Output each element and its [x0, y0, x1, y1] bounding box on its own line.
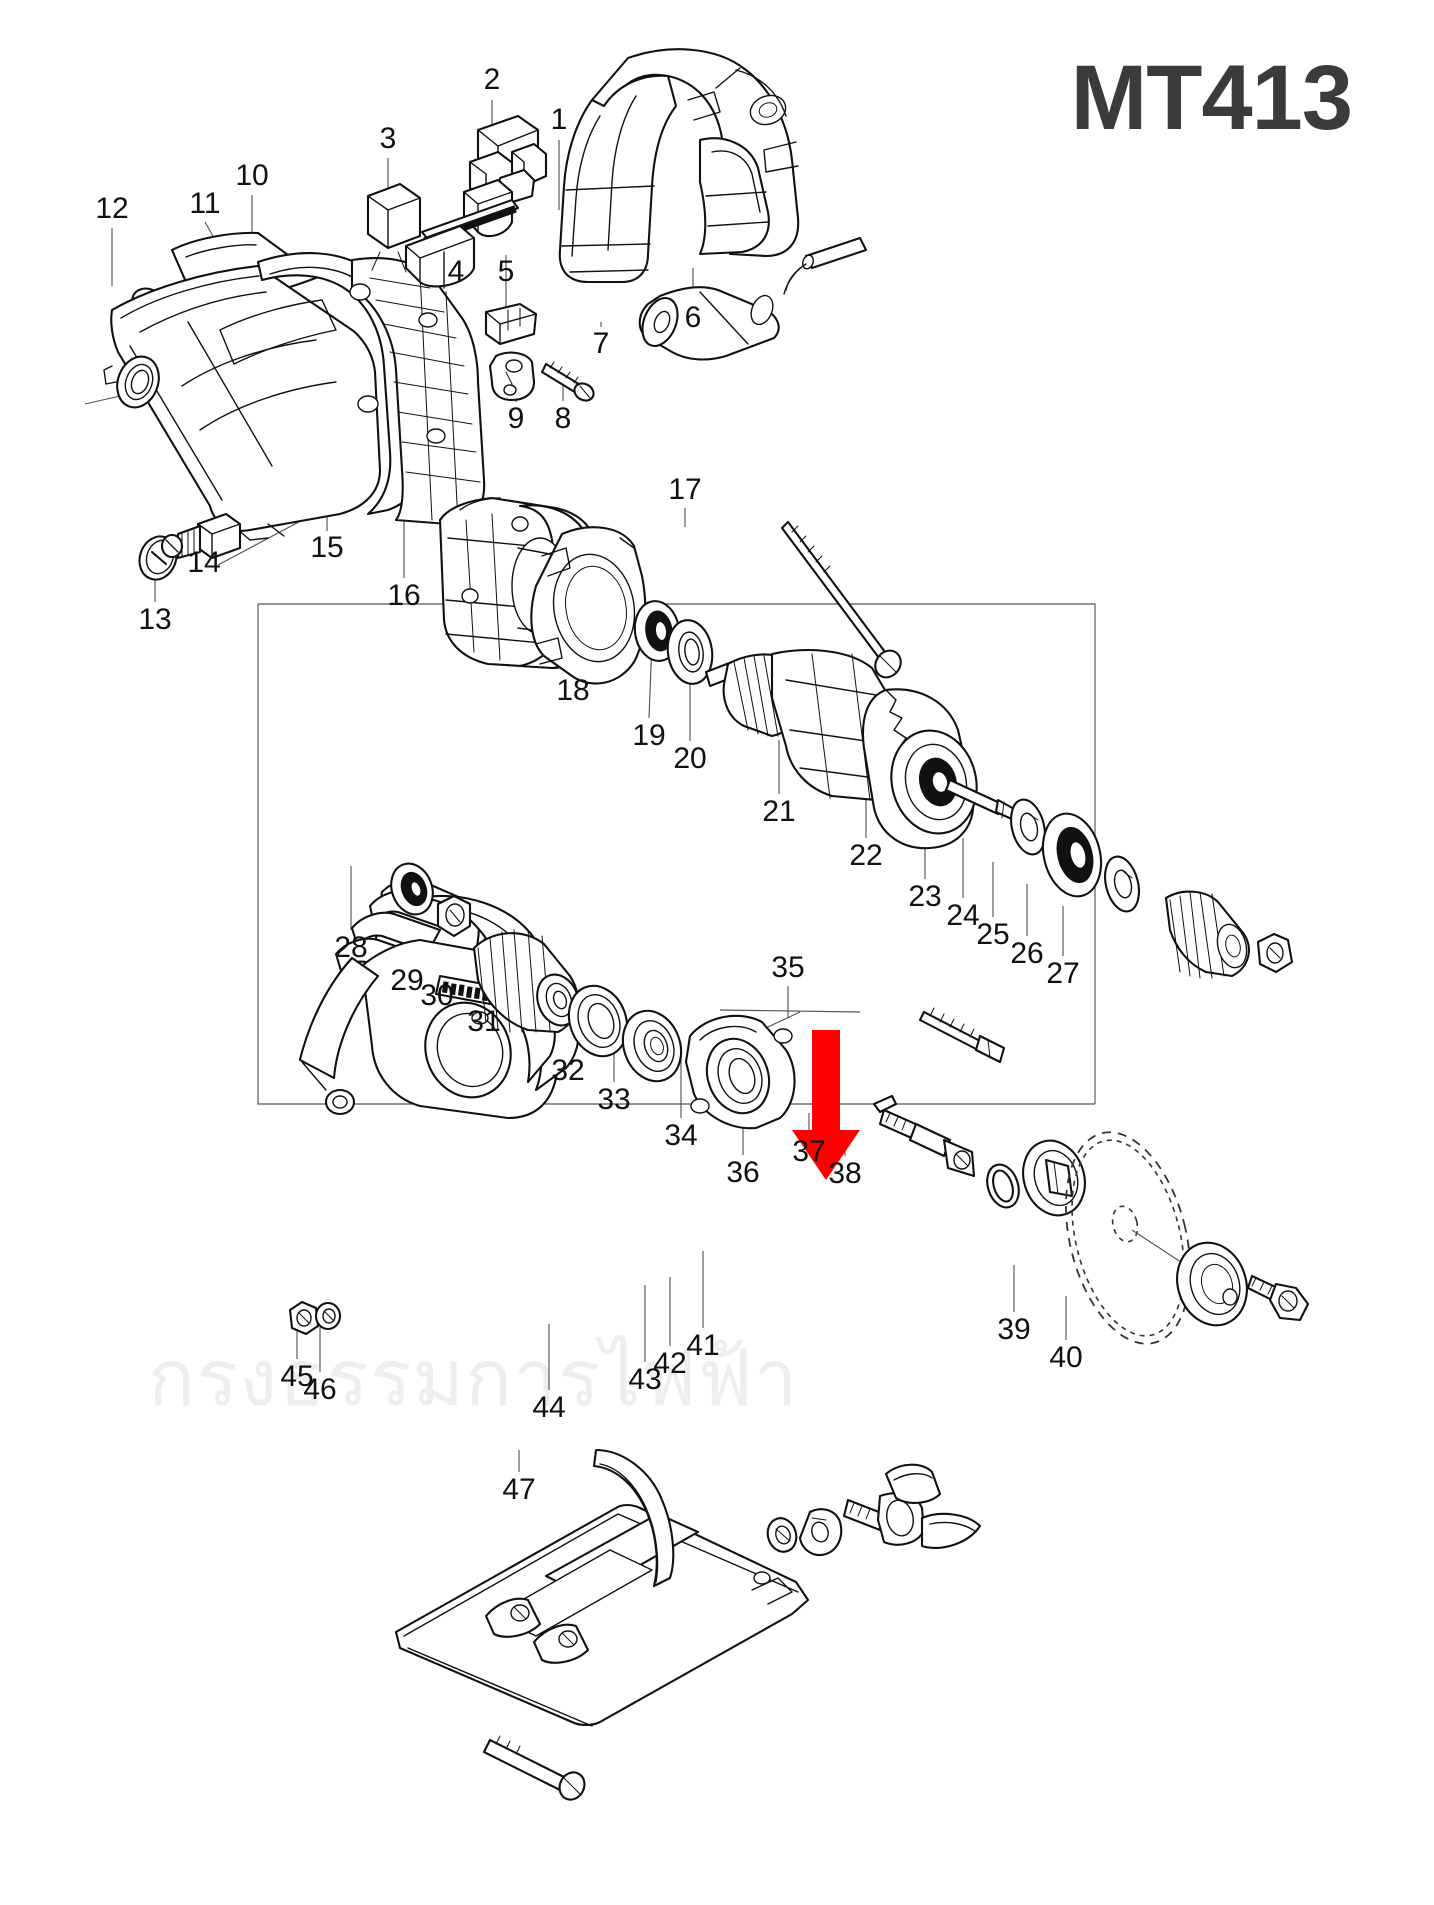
part-callout-23: 23 [908, 880, 942, 913]
part-14-carbon-brush [160, 512, 242, 560]
part-callout-11: 11 [189, 187, 221, 220]
part-callout-31: 31 [467, 1005, 501, 1038]
part-callout-46: 46 [303, 1373, 337, 1406]
part-5-terminal [484, 302, 538, 346]
part-callout-29: 29 [390, 964, 424, 997]
part-callout-5: 5 [497, 255, 515, 288]
part-45-hex-nut [288, 1300, 320, 1336]
part-callout-12: 12 [95, 192, 129, 225]
part-2-switch-block [462, 114, 548, 238]
part-26-bevel-pinion [1164, 890, 1250, 979]
part-callout-42: 42 [653, 1347, 687, 1380]
part-20-washer [666, 619, 714, 685]
part-3-capacitor [366, 182, 422, 273]
part-36-spindle [872, 1094, 976, 1178]
part-callout-41: 41 [686, 1329, 720, 1362]
part-8-screw [540, 361, 595, 402]
part-31-bevel-gear [472, 929, 580, 1034]
part-callout-1: 1 [550, 103, 568, 136]
part-39-outer-flange [1176, 1241, 1248, 1327]
part-32-oil-seal [567, 984, 629, 1058]
part-29-ball-bearing [390, 862, 434, 916]
part-callout-21: 21 [762, 795, 796, 828]
part-callout-4: 4 [447, 255, 465, 288]
part-callout-36: 36 [726, 1156, 760, 1189]
part-42-lock-washer [798, 1508, 843, 1557]
part-callout-22: 22 [849, 839, 883, 872]
part-callout-39: 39 [997, 1313, 1031, 1346]
part-callout-18: 18 [556, 674, 590, 707]
part-callout-17: 17 [668, 473, 702, 506]
part-callout-30: 30 [420, 979, 454, 1012]
part-18-baffle [530, 526, 647, 685]
part-callout-15: 15 [310, 531, 344, 564]
part-27-hex-nut [1256, 932, 1294, 974]
part-callout-8: 8 [554, 402, 572, 435]
part-callout-44: 44 [532, 1391, 566, 1424]
part-callout-24: 24 [946, 899, 980, 932]
part-callout-25: 25 [976, 918, 1010, 951]
part-callout-9: 9 [507, 402, 525, 435]
part-callout-2: 2 [483, 63, 501, 96]
part-41-wing-bolt [842, 1463, 982, 1550]
part-callout-26: 26 [1010, 937, 1044, 970]
part-callout-7: 7 [592, 327, 610, 360]
part-24-ball-bearing [1041, 812, 1103, 898]
part-37-o-ring [986, 1163, 1020, 1209]
part-callout-3: 3 [379, 122, 397, 155]
part-callout-19: 19 [632, 719, 666, 752]
part-25-washer [1104, 855, 1140, 913]
part-30-hex-nut [436, 894, 472, 938]
part-34-bearing-retainer [684, 1014, 796, 1130]
part-17-long-screw [780, 520, 902, 679]
part-47-bolt [482, 1735, 586, 1801]
part-15-motor-housing [103, 252, 486, 541]
part-callout-14: 14 [187, 546, 221, 579]
part-35-screw [918, 1007, 1006, 1064]
part-40-hex-bolt [1246, 1274, 1310, 1322]
part-callout-43: 43 [628, 1363, 662, 1396]
part-callout-16: 16 [387, 579, 421, 612]
part-callout-13: 13 [138, 603, 172, 636]
highlight-arrow-icon [792, 1030, 860, 1180]
part-callout-20: 20 [673, 742, 707, 775]
part-callout-10: 10 [235, 159, 269, 192]
part-callout-27: 27 [1046, 957, 1080, 990]
part-callout-35: 35 [771, 951, 805, 984]
part-callout-45: 45 [280, 1360, 314, 1393]
part-46-flat-washer [314, 1301, 342, 1331]
part-33-ball-bearing [621, 1009, 683, 1083]
part-21-armature [704, 649, 1018, 850]
part-1-handle-cover [558, 48, 800, 284]
part-callout-47: 47 [502, 1473, 536, 1506]
part-23-flat-washer [1010, 798, 1046, 856]
watermark-text: กรงธรรมการไฟฟ้า [148, 1334, 799, 1424]
part-callout-34: 34 [664, 1119, 698, 1152]
part-4-switch-plate [404, 198, 520, 289]
part-callout-33: 33 [597, 1083, 631, 1116]
part-6-lead-wire [783, 236, 868, 295]
part-38-inner-flange [1022, 1139, 1086, 1217]
part-callout-40: 40 [1049, 1341, 1083, 1374]
part-7-grip [638, 286, 780, 361]
page-title: MT413 [1070, 47, 1353, 149]
part-callout-38: 38 [828, 1157, 862, 1190]
part-43-washer [766, 1517, 798, 1553]
part-9-cord-clamp [488, 351, 536, 402]
part-44-base-plate [394, 1448, 810, 1727]
part-callout-37: 37 [792, 1135, 826, 1168]
part-callout-6: 6 [684, 301, 702, 334]
part-callout-32: 32 [551, 1054, 585, 1087]
part-callout-28: 28 [334, 931, 368, 964]
